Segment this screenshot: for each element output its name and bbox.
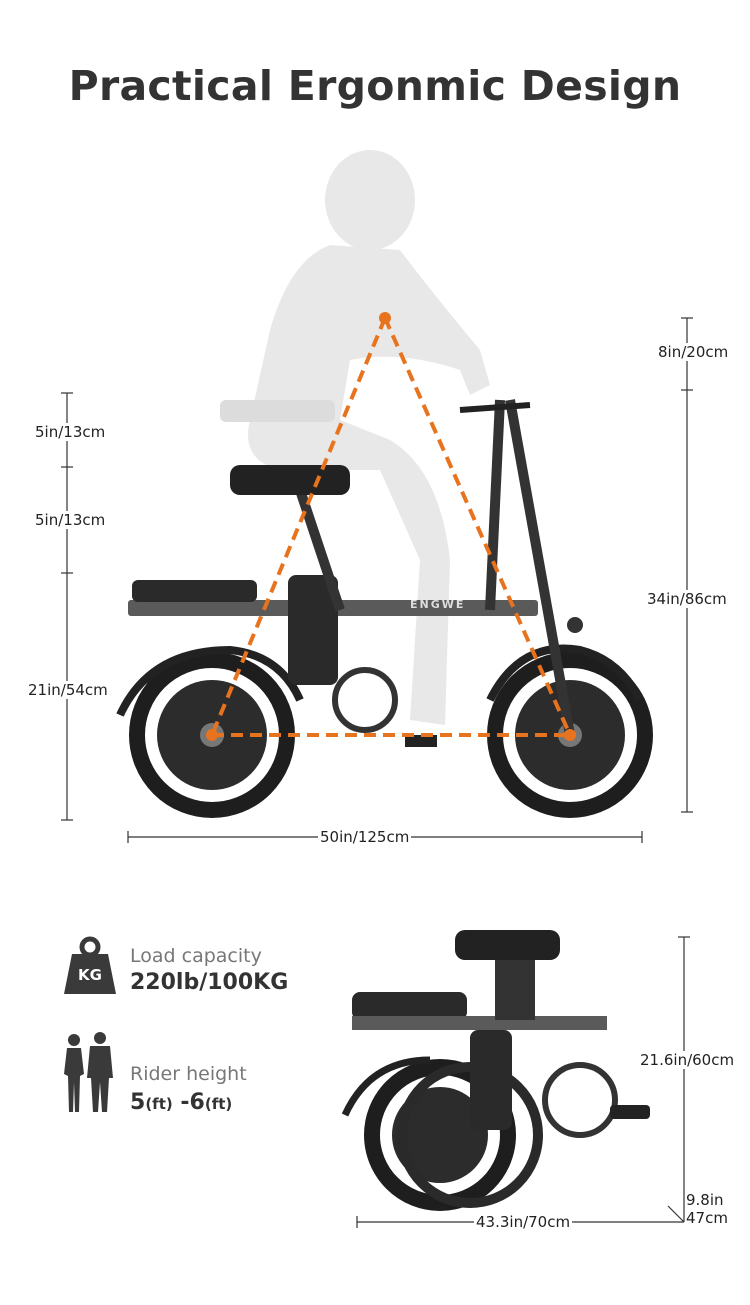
folded-bike [341,930,650,1211]
rider-height-value: 5(ft) -6(ft) [130,1090,232,1115]
seat-adjust-lower-label: 5in/13cm [33,511,108,529]
rider-height-separator: - [172,1090,190,1115]
folded-width-line1: 9.8in [686,1191,724,1209]
rider-height-max: 6 [189,1090,205,1115]
rear-seat [132,580,257,602]
front-fender [486,644,644,702]
chainring [332,667,398,733]
rider-height-max-unit: (ft) [204,1095,233,1113]
rider-height-min-unit: (ft) [145,1095,173,1113]
handlebar-adjust-label: 8in/20cm [656,343,731,361]
handlebar [459,402,531,413]
folded-height-label: 21.6in/60cm [638,1051,737,1069]
saddle [230,465,350,495]
rider-silhouette [220,150,490,725]
weight-kg-icon: KG [62,936,118,996]
folded-length-label: 43.3in/70cm [474,1213,573,1231]
load-capacity-value: 220lb/100KG [130,970,289,995]
battery [288,575,338,685]
rider-silhouettes-icon [64,1032,120,1118]
seat-height-label: 21in/54cm [26,681,110,699]
load-capacity-label: Load capacity [130,945,262,967]
seat-adjust-upper-label: 5in/13cm [33,423,108,441]
kg-icon-text: KG [78,966,102,984]
rear-fender [116,645,304,717]
handlebar-height-label: 34in/86cm [645,590,729,608]
brand-logo: ENGWE [410,598,466,611]
length-label: 50in/125cm [318,828,412,846]
page-title: Practical Ergonmic Design [68,62,682,110]
rider-height-min: 5 [130,1090,146,1115]
ergonomic-triangle [210,317,572,737]
folded-width-line2: 47cm [686,1209,728,1227]
rider-height-label: Rider height [130,1063,247,1085]
